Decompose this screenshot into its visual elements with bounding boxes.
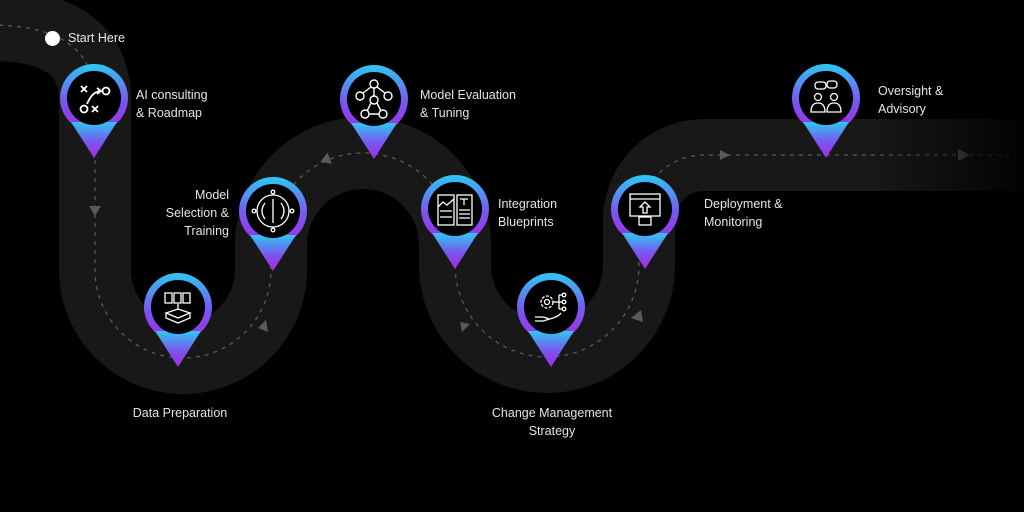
- step-label-ai-consulting: AI consulting& Roadmap: [136, 88, 208, 120]
- step-label-oversight: Oversight &Advisory: [878, 84, 944, 116]
- pin-data-preparation[interactable]: [138, 271, 218, 371]
- layout-blueprint-icon: [437, 194, 473, 226]
- node-network-icon: [355, 79, 393, 119]
- start-label: Start Here: [68, 31, 125, 45]
- step-label-model-evaluation: Model Evaluation& Tuning: [420, 88, 516, 120]
- pin-model-evaluation[interactable]: [334, 63, 414, 163]
- start-marker: [45, 31, 60, 46]
- pin-oversight[interactable]: [786, 62, 866, 162]
- data-stack-icon: [164, 292, 192, 324]
- pin-deployment[interactable]: [605, 173, 685, 273]
- pin-integration[interactable]: [415, 173, 495, 273]
- pin-model-selection[interactable]: [233, 175, 313, 275]
- gear-hand-icon: [535, 292, 567, 322]
- pin-change-management[interactable]: [511, 271, 591, 371]
- browser-upload-icon: [629, 193, 661, 226]
- step-label-data-preparation: Data Preparation: [132, 406, 228, 420]
- people-chat-icon: [810, 80, 842, 113]
- brain-network-icon: [251, 189, 295, 233]
- pin-ai-consulting[interactable]: [54, 62, 134, 162]
- step-label-deployment: Deployment &Monitoring: [704, 197, 783, 229]
- strategy-play-icon: [79, 85, 111, 114]
